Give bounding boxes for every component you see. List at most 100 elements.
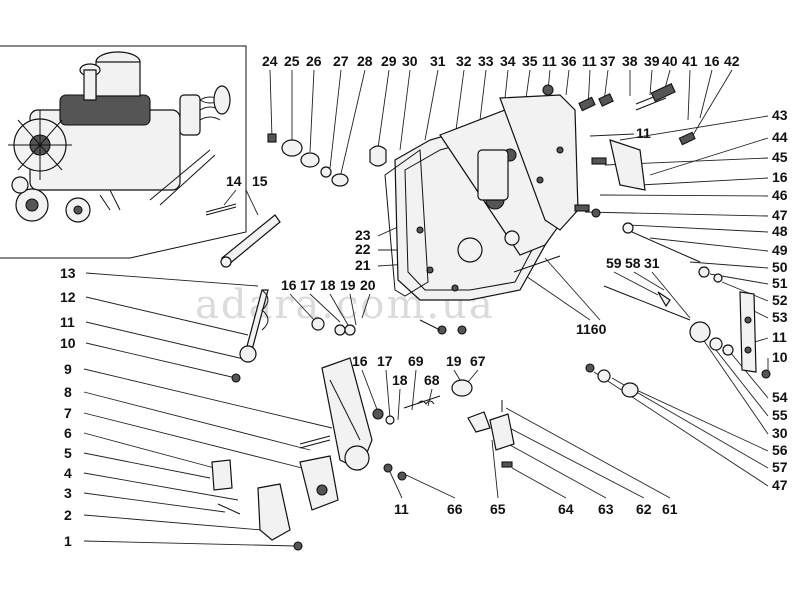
- top-small-parts: [267, 82, 696, 212]
- label-16: 16: [281, 277, 297, 293]
- label: 50: [772, 259, 788, 275]
- label: 47: [772, 477, 788, 493]
- label: 29: [381, 53, 397, 69]
- label: 54: [772, 389, 788, 405]
- label: 37: [600, 53, 616, 69]
- label-18: 18: [320, 277, 336, 293]
- label: 11: [60, 314, 75, 330]
- label-14: 14: [226, 173, 242, 189]
- right-parts: [513, 208, 771, 398]
- label: 24: [262, 53, 278, 69]
- label: 11: [772, 329, 787, 345]
- label: 48: [772, 223, 788, 239]
- label: 55: [772, 407, 788, 423]
- label: 44: [772, 129, 788, 145]
- label-58: 58: [625, 255, 641, 271]
- label: 35: [522, 53, 538, 69]
- label-69: 69: [408, 353, 424, 369]
- label-59: 59: [606, 255, 622, 271]
- label: 5: [64, 445, 72, 461]
- label-21: 21: [355, 257, 371, 273]
- label: 7: [64, 405, 72, 421]
- label-20: 20: [360, 277, 376, 293]
- label: 6: [64, 425, 72, 441]
- label: 4: [64, 465, 72, 481]
- label: 61: [662, 501, 678, 517]
- lever-parts: [205, 203, 356, 383]
- label: 25: [284, 53, 300, 69]
- label: 11: [394, 501, 409, 517]
- label: 10: [60, 335, 76, 351]
- label: 16: [704, 53, 720, 69]
- label: 11: [542, 53, 557, 69]
- label-68: 68: [424, 372, 440, 388]
- label: 13: [60, 265, 76, 281]
- label: 65: [490, 501, 506, 517]
- label: 11: [582, 53, 597, 69]
- label-67: 67: [470, 353, 486, 369]
- label-22: 22: [355, 241, 371, 257]
- label: 62: [636, 501, 652, 517]
- label-31: 31: [644, 255, 660, 271]
- label: 30: [772, 425, 788, 441]
- label-16b: 16: [352, 353, 368, 369]
- label: 1: [64, 533, 72, 549]
- label: 28: [357, 53, 373, 69]
- label-1160: 1160: [576, 321, 607, 337]
- label: 66: [447, 501, 463, 517]
- label: 53: [772, 309, 788, 325]
- label-19b: 19: [446, 353, 462, 369]
- right-labels: 43 44 45 16 46 47 48 49 50 51 52 53 11 1…: [772, 107, 788, 493]
- label: 9: [64, 361, 72, 377]
- label: 40: [662, 53, 678, 69]
- label-17: 17: [300, 277, 316, 293]
- label: 12: [60, 289, 76, 305]
- gasket: [384, 149, 429, 297]
- label-19: 19: [340, 277, 356, 293]
- lever-bracket: [211, 357, 395, 551]
- label: 27: [333, 53, 349, 69]
- label: 63: [598, 501, 614, 517]
- label: 42: [724, 53, 740, 69]
- label: 16: [772, 169, 788, 185]
- bottom-leader-lines: [389, 407, 671, 499]
- label: 64: [558, 501, 574, 517]
- label: 39: [644, 53, 660, 69]
- left-labels: 13 12 11 10 9 8 7 6 5 4 3 2 1: [60, 265, 76, 549]
- label: 34: [500, 53, 516, 69]
- governor-housing: [394, 94, 579, 301]
- middle-labels: 14 15 16 17 18 19 20 23 22 21 11 1160 59…: [226, 125, 660, 388]
- label: 30: [402, 53, 418, 69]
- center-small-parts: [383, 319, 515, 481]
- label-15: 15: [252, 173, 268, 189]
- left-leader-lines: [83, 272, 333, 547]
- label: 45: [772, 149, 788, 165]
- label-11: 11: [636, 125, 651, 141]
- right-leader-lines: [584, 115, 769, 487]
- label: 2: [64, 507, 72, 523]
- label: 26: [306, 53, 322, 69]
- label: 49: [772, 242, 788, 258]
- label: 52: [772, 292, 788, 308]
- label: 56: [772, 442, 788, 458]
- label: 10: [772, 349, 788, 365]
- engine-illustration: [8, 51, 231, 223]
- label: 46: [772, 187, 788, 203]
- label: 51: [772, 275, 788, 291]
- label: 41: [682, 53, 698, 69]
- label: 38: [622, 53, 638, 69]
- label: 57: [772, 459, 788, 475]
- bottom-labels: 11 66 65 64 63 62 61: [394, 501, 678, 517]
- label: 36: [561, 53, 577, 69]
- label: 32: [456, 53, 472, 69]
- label: 33: [478, 53, 494, 69]
- engine-inset: [0, 45, 247, 259]
- label: 3: [64, 485, 72, 501]
- label-18b: 18: [392, 372, 408, 388]
- label: 31: [430, 53, 446, 69]
- label: 47: [772, 207, 788, 223]
- label: 43: [772, 107, 788, 123]
- label-23: 23: [355, 227, 371, 243]
- top-labels: 24 25 26 27 28 29 30 31 32 33 34 35 11 3…: [262, 53, 740, 69]
